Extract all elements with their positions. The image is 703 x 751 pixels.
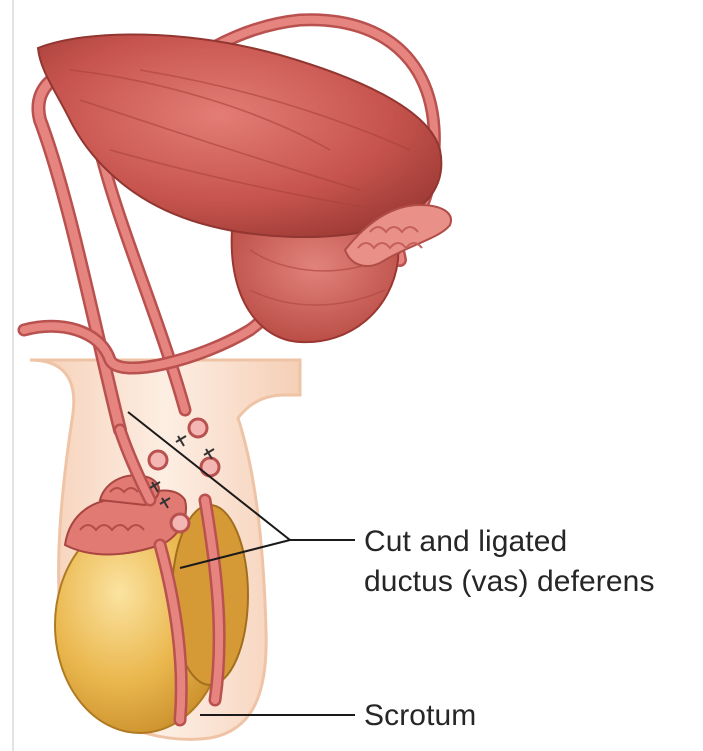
bladder bbox=[38, 34, 441, 237]
label-scrotum: Scrotum bbox=[364, 698, 476, 734]
label-cut-and-ligated-line2: ductus (vas) deferens bbox=[364, 564, 655, 600]
label-cut-and-ligated-line1: Cut and ligated bbox=[364, 524, 567, 560]
